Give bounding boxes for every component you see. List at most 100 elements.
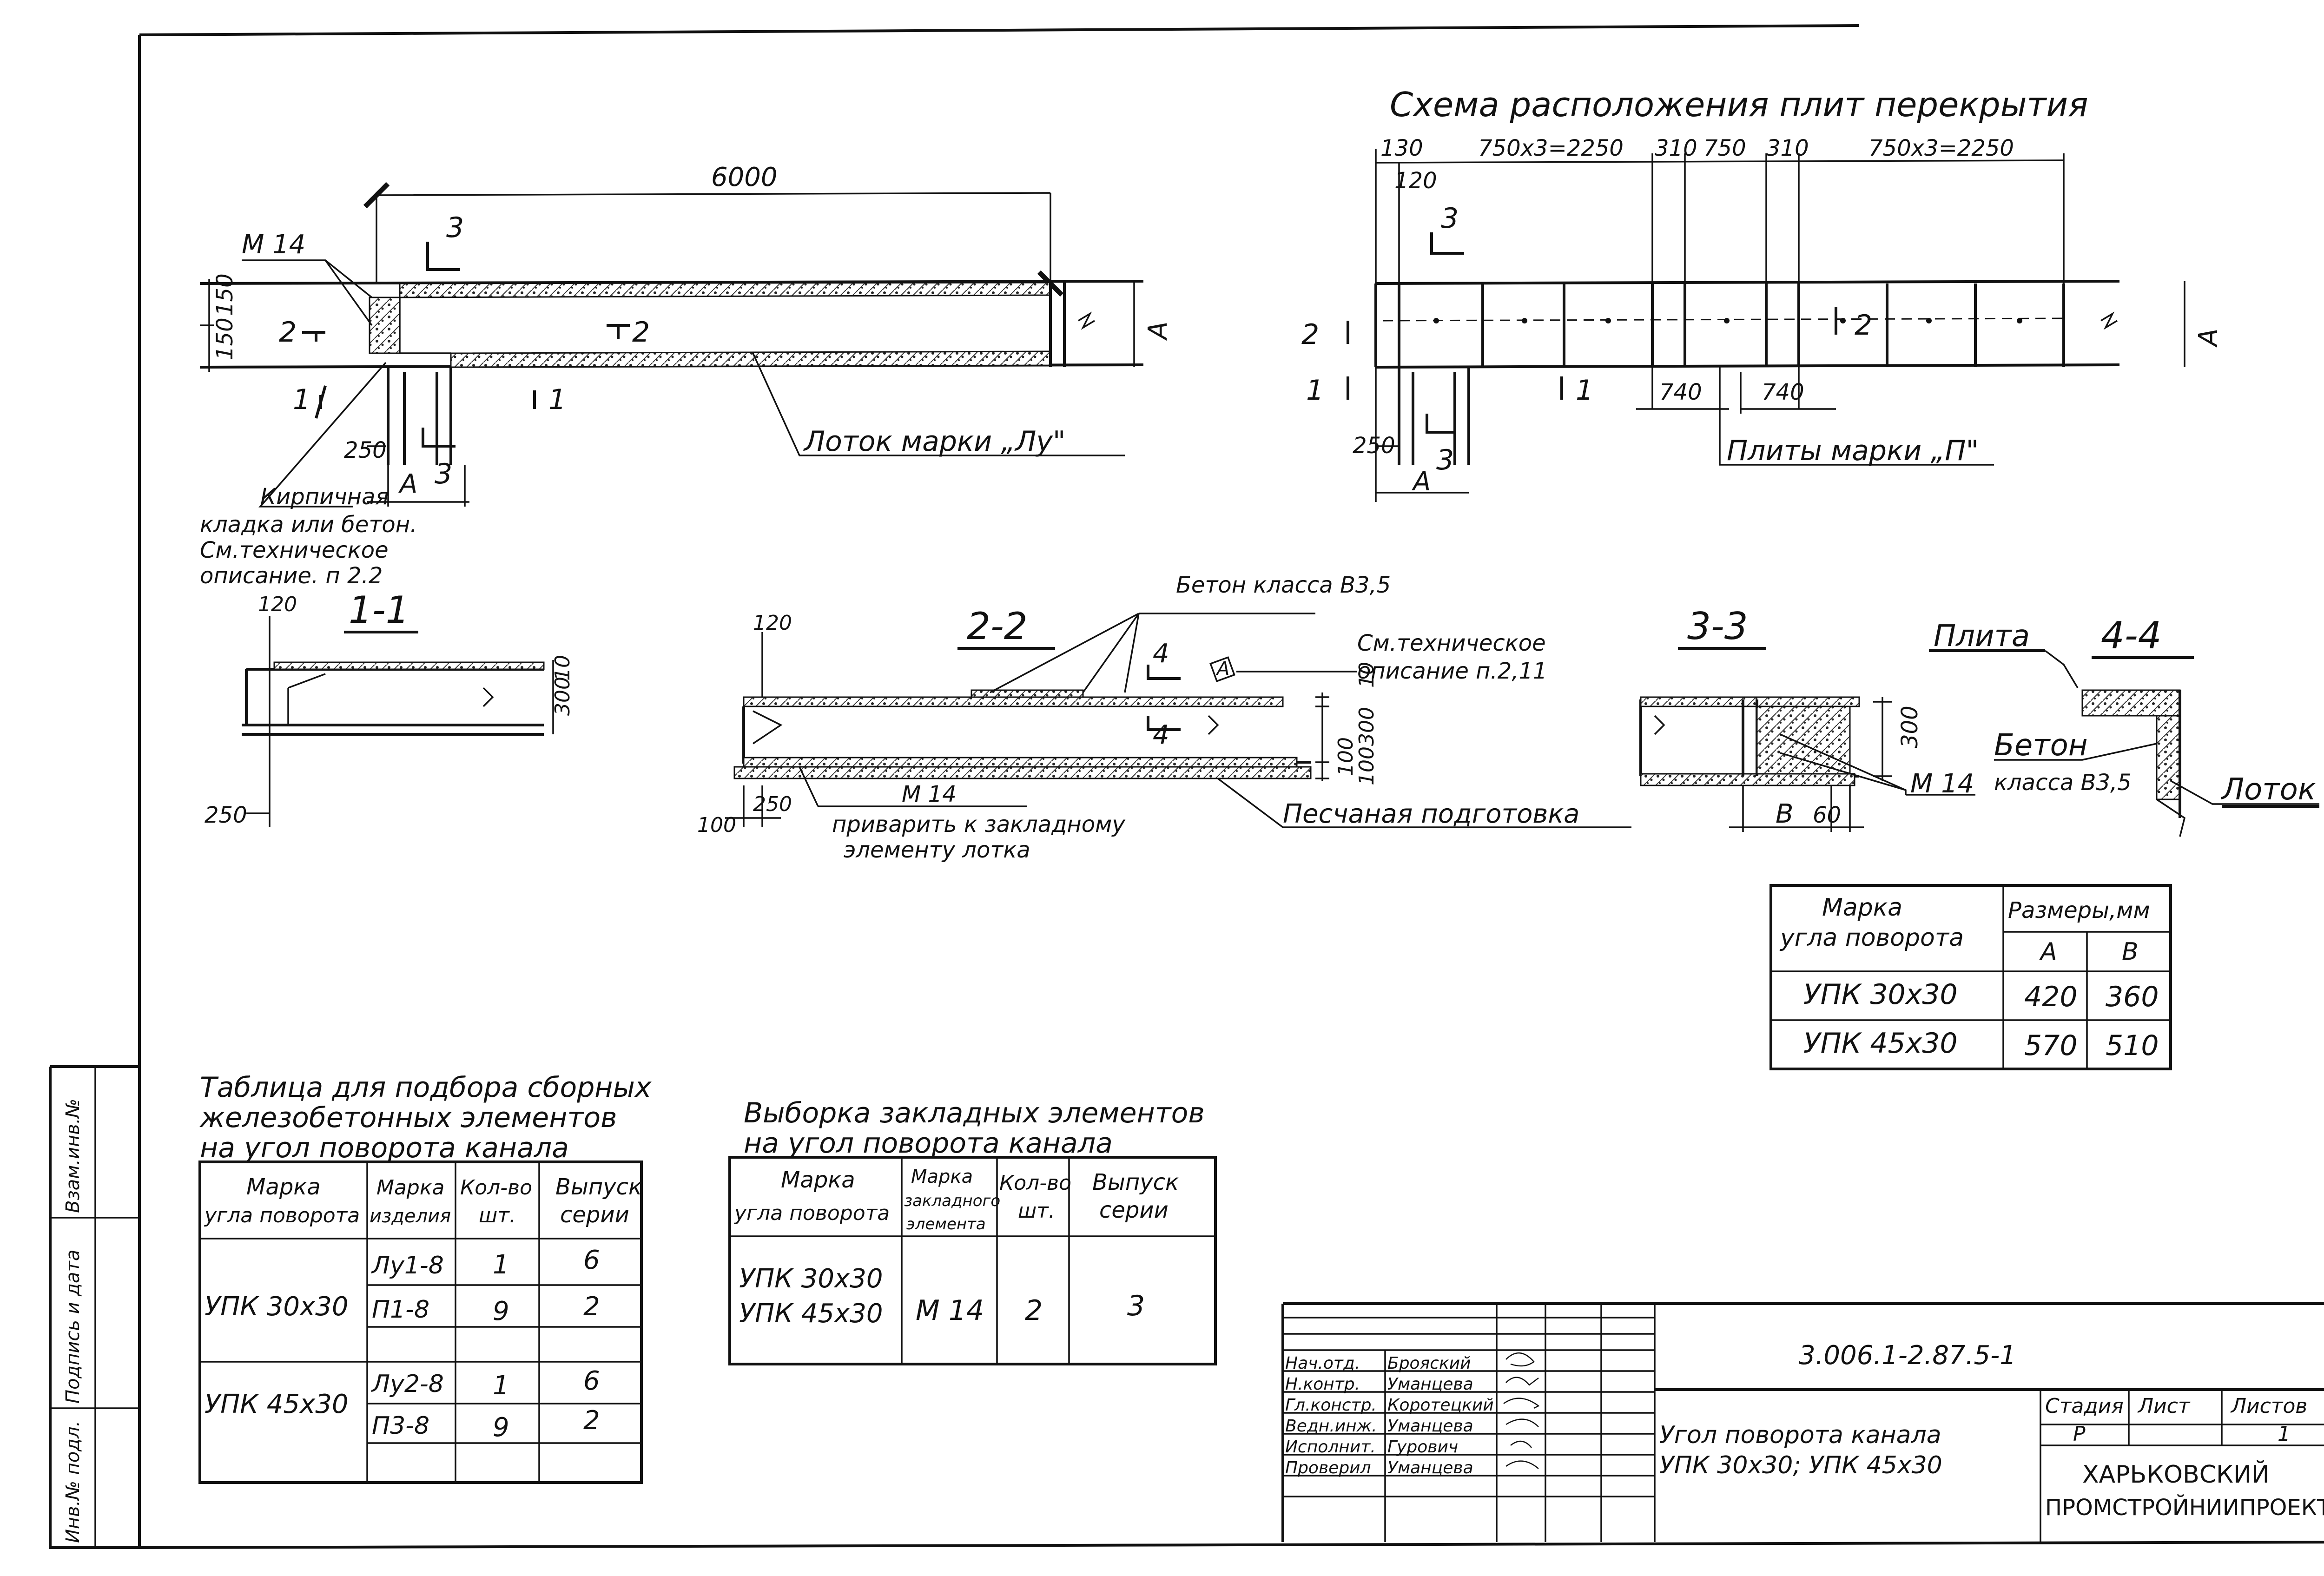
- dim-a-left-plan: A: [1143, 322, 1173, 341]
- dim-a-left-bottom: A: [398, 469, 417, 499]
- selection-table: Таблица для подбора сборных железобетонн…: [198, 1071, 652, 1484]
- person-3-role: Гл.констр.: [1285, 1396, 1377, 1415]
- person-4-name: Уманцева: [1387, 1417, 1473, 1436]
- section-2-2-title: 2-2: [967, 605, 1028, 648]
- person-6-name: Уманцева: [1387, 1458, 1473, 1477]
- dims-table-header-mark-1: Марка: [1822, 894, 1902, 922]
- sel-h-mark-2: угла поворота: [204, 1204, 360, 1227]
- sel-h-item-1: Марка: [376, 1176, 444, 1200]
- emb-mark1: УПК 30х30: [739, 1264, 883, 1294]
- emb-elem: М 14: [916, 1294, 984, 1327]
- dim-10-sec22: 10: [1355, 662, 1379, 688]
- person-5-name: Гурович: [1387, 1438, 1458, 1457]
- dims-row2-a: 570: [2024, 1029, 2078, 1062]
- emb-qty: 2: [1025, 1294, 1043, 1327]
- stamp-sheets: 1: [2278, 1422, 2291, 1446]
- sel-title-line1: Таблица для подбора сборных: [200, 1071, 652, 1104]
- dims-table-header-b: B: [2122, 938, 2139, 966]
- sel-r4-issue: 2: [583, 1405, 600, 1436]
- dims-table-header-mark-2: угла поворота: [1779, 924, 1964, 952]
- mark-m14-sec22: М 14: [902, 781, 957, 807]
- cut-4-bottom: 4: [1153, 720, 1169, 750]
- dim-100-sec22-a: 100: [1334, 737, 1358, 776]
- dim-100-sec22-bottom: 100: [697, 813, 736, 837]
- label-concrete-class-44: класса В3,5: [1994, 770, 2132, 796]
- label-slab-44: Плита: [1934, 619, 2030, 653]
- label-trough-lu: Лоток марки „Лу": [803, 425, 1066, 458]
- note-concrete-class: Бетон класса В3,5: [1176, 572, 1391, 598]
- sel-h-qty-2: шт.: [479, 1204, 516, 1227]
- sel-r2-issue: 2: [583, 1292, 600, 1322]
- side-stamp-inv-orig: Инв.№ подл.: [62, 1421, 84, 1543]
- sel-r3-issue: 6: [583, 1366, 600, 1396]
- section-4-4-title: 4-4: [2101, 614, 2162, 657]
- dim-300-sec33: 300: [1897, 706, 1923, 748]
- sel-r1-issue: 6: [583, 1245, 600, 1275]
- emb-title-line1: Выборка закладных элементов: [744, 1097, 1205, 1129]
- cut-3-right-bottom: 3: [1436, 444, 1454, 476]
- note-tech-line2: описание п.2,11: [1357, 658, 1547, 684]
- dim-740-right: 740: [1762, 379, 1804, 405]
- emb-h-mark-2: угла поворота: [733, 1201, 890, 1225]
- side-stamp: Инв.№ подл. Подпись и дата Взам.инв.№: [62, 1099, 84, 1543]
- side-stamp-replace-inv: Взам.инв.№: [62, 1099, 84, 1213]
- sel-h-mark-1: Марка: [246, 1174, 321, 1200]
- sel-h-qty-1: Кол-во: [460, 1176, 532, 1200]
- dim-310-right: 310: [1766, 135, 1809, 161]
- dim-a-right-plan: A: [2193, 329, 2224, 348]
- emb-h-elem-1: Марка: [911, 1166, 973, 1187]
- cut-1-left: 1: [293, 383, 310, 416]
- dims-row1-mark: УПК 30х30: [1803, 978, 1958, 1011]
- dim-310-left: 310: [1655, 135, 1697, 161]
- sel-r3-qty: 1: [493, 1371, 509, 1401]
- org-line2: ПРОМСТРОЙНИИПРОЕКТ: [2045, 1494, 2324, 1521]
- cut-3-right-top: 3: [1441, 202, 1459, 235]
- title-block: 3.006.1-2.87.5-1 Угол поворота канала УП…: [1281, 1302, 2324, 1542]
- brick-block: [369, 297, 401, 354]
- dim-150-top: 150: [212, 273, 238, 316]
- dim-300-sec11: 300: [551, 677, 574, 716]
- sel-h-item-2: изделия: [370, 1206, 451, 1227]
- emb-h-elem-2: закладного: [904, 1192, 1000, 1210]
- dim-150-bottom: 150: [212, 317, 238, 360]
- dim-120-sec11: 120: [258, 593, 297, 616]
- dim-250-sec11: 250: [205, 802, 247, 828]
- note-brick-line2: кладка или бетон.: [200, 512, 417, 538]
- doc-name-line1: Угол поворота канала: [1659, 1421, 1941, 1449]
- dims-row1-a: 420: [2024, 981, 2078, 1013]
- label-trough-44: Лоток: [2221, 772, 2316, 807]
- emb-title-line2: на угол поворота канала: [744, 1127, 1113, 1160]
- dim-120-right-plan: 120: [1394, 168, 1437, 194]
- dims-table: Марка угла поворота Размеры,мм A B УПК 3…: [1769, 884, 2172, 1070]
- dim-60-sec33: 60: [1813, 802, 1841, 828]
- doc-code: 3.006.1-2.87.5-1: [1799, 1340, 2016, 1371]
- stamp-stage: Р: [2073, 1422, 2086, 1446]
- cut-1-mid: 1: [548, 383, 566, 416]
- sel-r3-item: Лу2-8: [371, 1370, 444, 1398]
- sel-r1-item: Лу1-8: [371, 1252, 444, 1279]
- emb-h-qty-2: шт.: [1018, 1199, 1055, 1223]
- dim-250-right: 250: [1353, 433, 1395, 459]
- section-3-3-title: 3-3: [1687, 605, 1748, 648]
- sel-r4-qty: 9: [493, 1412, 509, 1443]
- sel-h-issue-1: Выпуск: [555, 1174, 642, 1200]
- note-weld-line1: приварить к закладному: [832, 811, 1125, 837]
- trough-plan-left: 6000 150 150 A М 14 3 3 2 2 1 1: [199, 162, 1173, 589]
- section-1-1-title: 1-1: [349, 588, 409, 632]
- cut-3-bottom: 3: [435, 458, 452, 490]
- dims-row2-mark: УПК 45х30: [1803, 1027, 1958, 1060]
- sel-group2-mark: УПК 45х30: [205, 1389, 348, 1419]
- note-brick-line1: Кирпичная: [260, 484, 389, 510]
- dim-120-sec22: 120: [753, 611, 792, 635]
- cut-2-right-mid: 2: [1855, 309, 1872, 342]
- mark-m14-sec33: М 14: [1910, 769, 1974, 799]
- emb-h-issue-2: серии: [1099, 1197, 1169, 1223]
- dim-740-left: 740: [1659, 379, 1702, 405]
- cut-2-mid: 2: [632, 316, 650, 349]
- dim-2250-right: 750х3=2250: [1868, 135, 2014, 161]
- note-weld-line2: элементу лотка: [844, 837, 1030, 863]
- dim-6000: 6000: [711, 162, 778, 192]
- stamp-h-stage: Стадия: [2045, 1394, 2124, 1418]
- cut-3-top: 3: [446, 211, 464, 244]
- dim-a-right-bottom: A: [1412, 467, 1431, 497]
